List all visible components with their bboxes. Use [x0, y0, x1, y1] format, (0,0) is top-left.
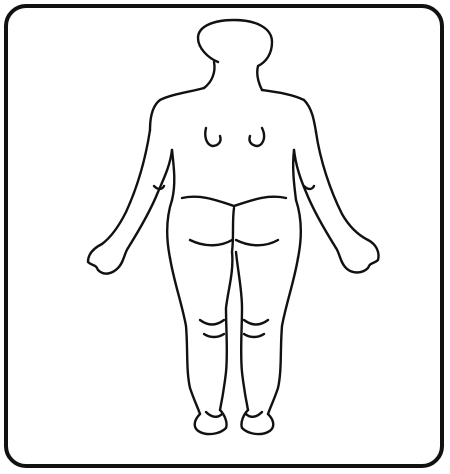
- right-arm-outer: [316, 132, 368, 240]
- left-leg-outer: [170, 258, 200, 414]
- left-hand: [88, 244, 128, 274]
- left-arm-outer: [102, 130, 150, 244]
- left-shoulder: [150, 88, 204, 130]
- gluteal-fold-left: [190, 240, 232, 245]
- left-torso-side: [172, 150, 174, 200]
- right-knee-crease: [244, 320, 268, 325]
- right-elbow-mark: [304, 186, 314, 189]
- left-heel-mark: [206, 412, 222, 417]
- right-hand: [336, 240, 379, 273]
- head-outline: [198, 20, 272, 90]
- right-shoulder: [262, 90, 316, 132]
- neck-left: [204, 62, 215, 88]
- left-knee-crease: [200, 320, 224, 325]
- left-leg-inner: [220, 252, 232, 410]
- waist-line: [182, 197, 286, 206]
- right-knee-back: [244, 334, 264, 337]
- right-hip: [296, 200, 301, 258]
- left-knee-back: [204, 334, 224, 337]
- right-leg-inner: [236, 252, 248, 410]
- right-leg-outer: [268, 258, 298, 414]
- left-hip: [167, 200, 172, 258]
- right-scapula: [249, 128, 264, 146]
- right-heel-mark: [246, 412, 262, 417]
- left-scapula: [205, 128, 220, 146]
- gluteal-fold-right: [236, 240, 278, 245]
- gluteal-cleft: [232, 208, 234, 252]
- left-arm-inner: [128, 150, 172, 248]
